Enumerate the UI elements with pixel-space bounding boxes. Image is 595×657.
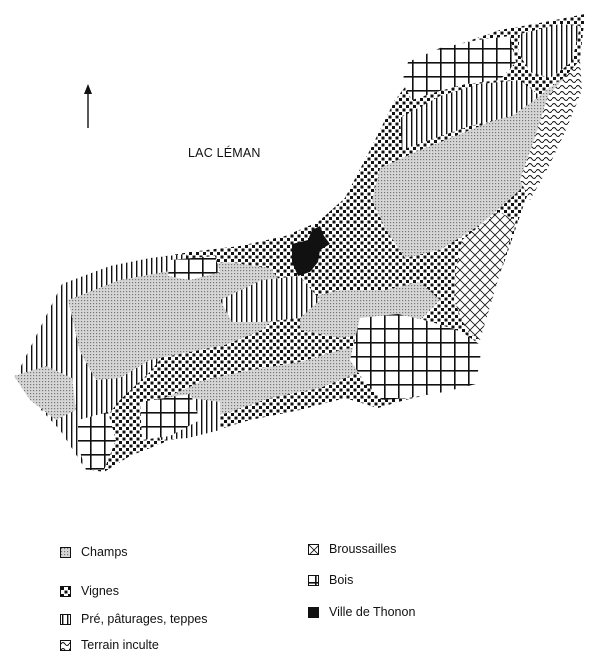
- map-region-broussailles: [454, 212, 516, 340]
- dotted-pattern-icon: [60, 546, 71, 558]
- legend-label-broussailles: Broussailles: [329, 542, 397, 556]
- legend-item-terrain-inculte: Terrain inculte: [60, 638, 159, 652]
- map-region-bois-southeast: [350, 314, 482, 400]
- map-region-bois-center: [168, 256, 220, 280]
- map-region-pre-north: [518, 24, 580, 78]
- map-region-bois-southwest: [78, 412, 116, 470]
- lake-label: LAC LÉMAN: [188, 146, 261, 160]
- crosshatch-diamond-pattern-icon: [308, 543, 319, 555]
- map-region-terrain-inculte: [520, 60, 582, 200]
- legend-item-pre: Pré, pâturages, teppes: [60, 612, 207, 626]
- legend-label-vignes: Vignes: [81, 584, 119, 598]
- legend-label-champs: Champs: [81, 545, 128, 559]
- map-region-pre-east: [400, 80, 540, 150]
- north-arrow-icon: [84, 84, 92, 128]
- map-region-bois-south: [140, 394, 200, 440]
- legend-label-pre: Pré, pâturages, teppes: [81, 612, 208, 626]
- vertical-lines-pattern-icon: [60, 613, 71, 625]
- solid-black-icon: [308, 606, 319, 618]
- map-region-pre-center: [220, 276, 320, 322]
- wavy-pattern-icon: [60, 639, 71, 651]
- legend-item-bois: Bois: [308, 573, 353, 587]
- legend-item-champs: Champs: [60, 545, 128, 559]
- legend-item-broussailles: Broussailles: [308, 542, 396, 556]
- legend-label-bois: Bois: [329, 573, 354, 587]
- legend-item-ville: Ville de Thonon: [308, 605, 415, 619]
- grid-pattern-icon: [308, 574, 319, 586]
- map-region-bois-north: [402, 36, 516, 100]
- legend-label-ville: Ville de Thonon: [329, 605, 416, 619]
- legend-label-terrain-inculte: Terrain inculte: [81, 638, 159, 652]
- legend-item-vignes: Vignes: [60, 584, 119, 598]
- checker-pattern-icon: [60, 585, 71, 597]
- map-region-champs-east: [372, 70, 580, 258]
- map-region-ville-de-thonon: [292, 226, 330, 276]
- map-region-champs-southwest: [14, 366, 76, 420]
